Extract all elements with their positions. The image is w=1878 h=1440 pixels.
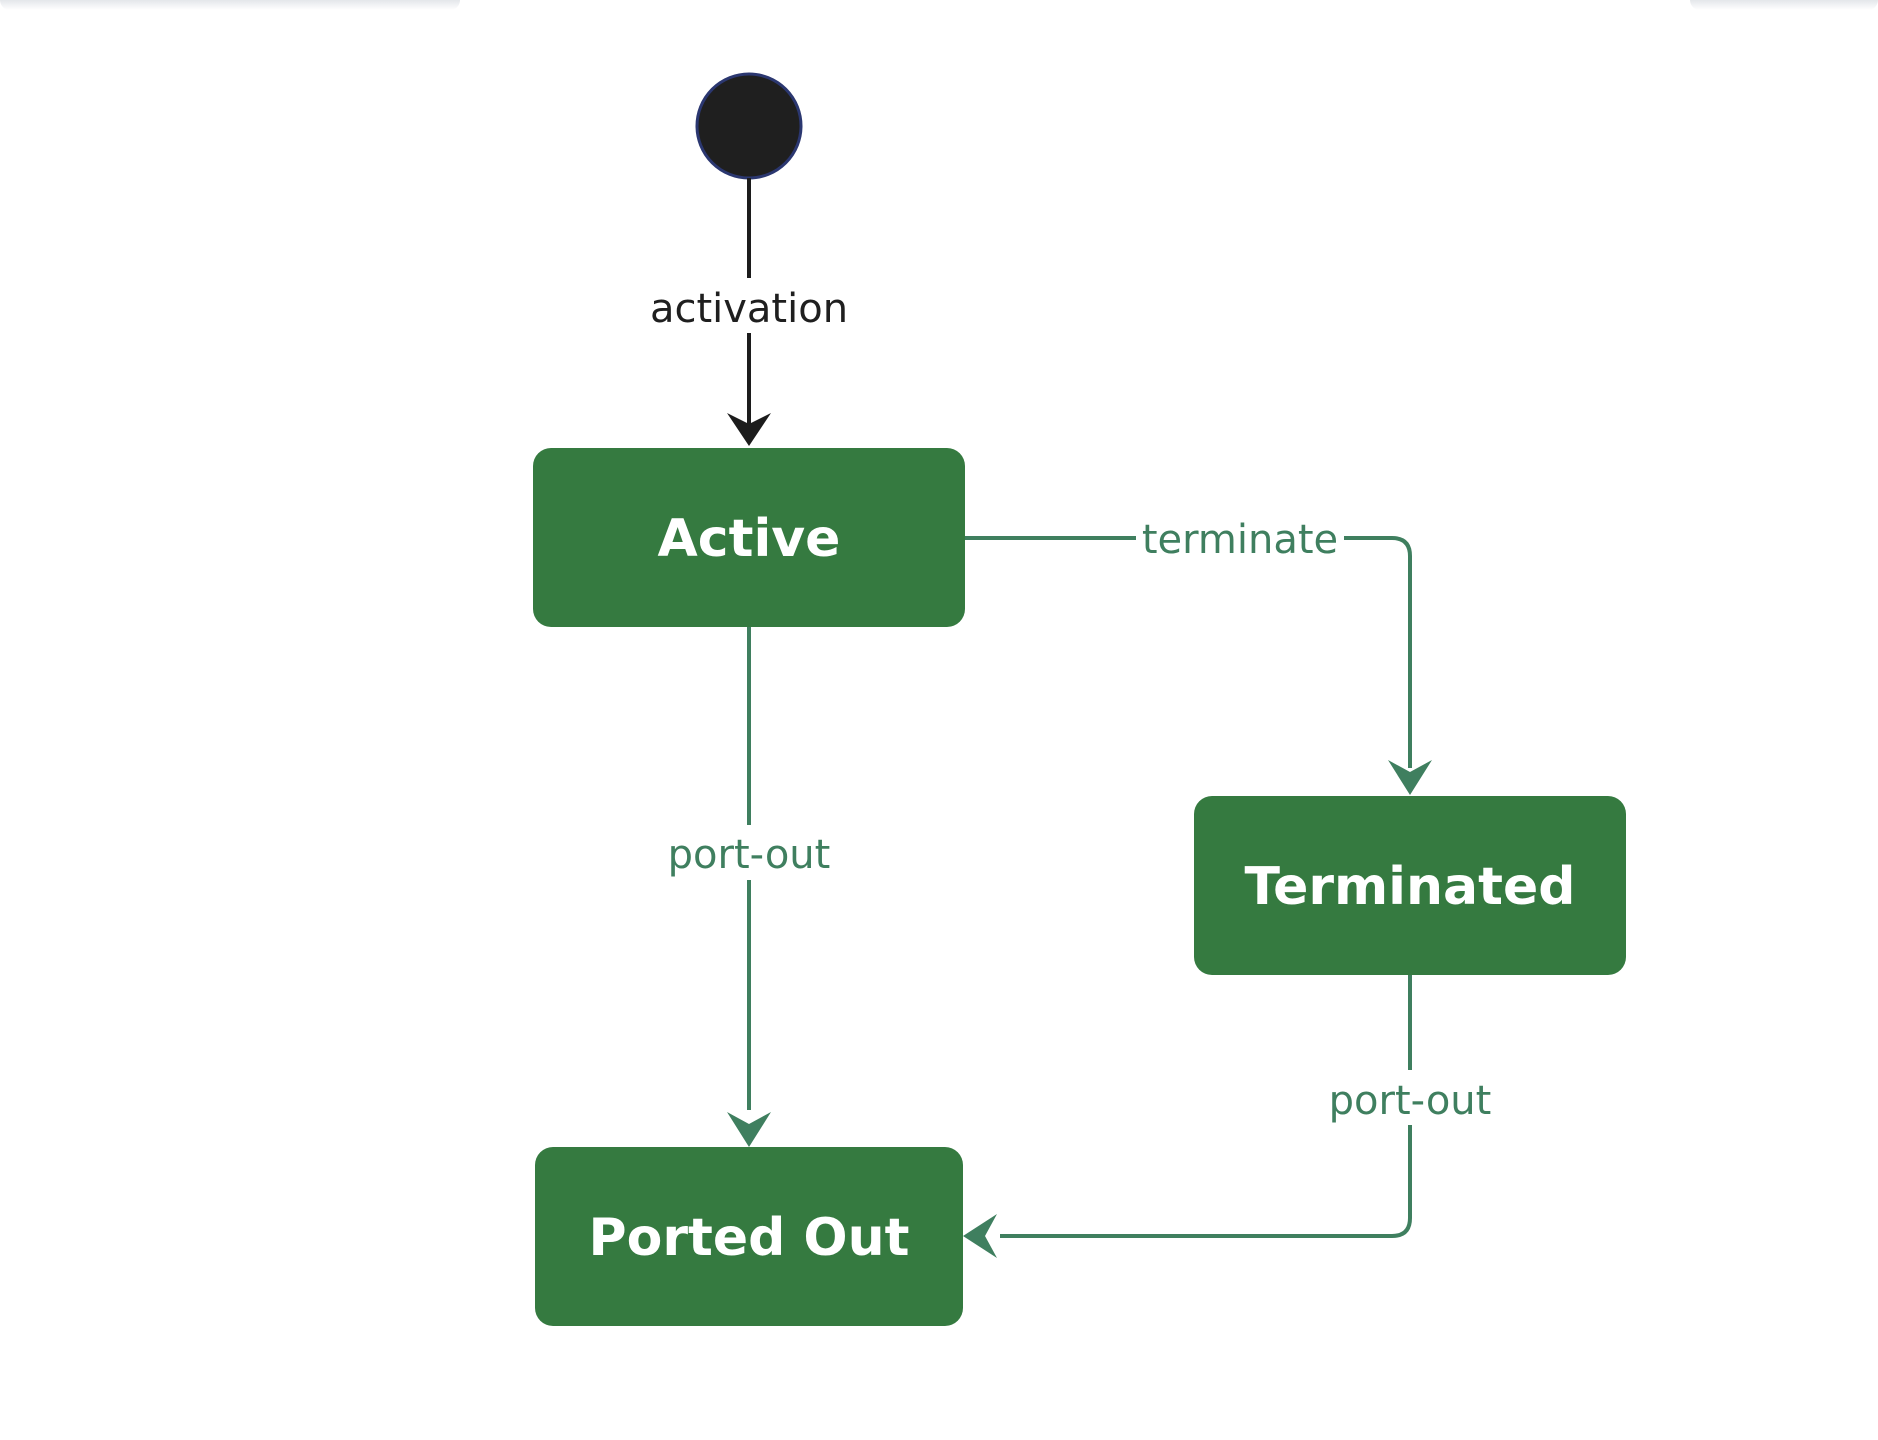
state-ported-out[interactable]: Ported Out (535, 1147, 963, 1326)
transition-port-out-from-terminated[interactable]: port-out (963, 975, 1491, 1258)
transition-label-terminate: terminate (1142, 517, 1338, 563)
state-label-ported-out: Ported Out (588, 1208, 909, 1268)
state-terminated[interactable]: Terminated (1194, 796, 1626, 975)
transition-activation[interactable]: activation (650, 178, 848, 446)
top-edge-shade-right (1690, 0, 1878, 10)
transition-port-out-from-active[interactable]: port-out (668, 627, 831, 1147)
transition-label-port-out-terminated: port-out (1329, 1078, 1492, 1124)
port-out-active-arrowhead (727, 1112, 771, 1147)
activation-arrowhead (727, 413, 771, 446)
port-out-terminated-arrowhead (963, 1214, 997, 1258)
state-active[interactable]: Active (533, 448, 965, 627)
state-label-active: Active (658, 509, 841, 569)
top-edge-shade-left (0, 0, 460, 10)
terminate-arrowhead (1388, 760, 1432, 795)
transition-terminate[interactable]: terminate (965, 517, 1432, 795)
state-label-terminated: Terminated (1245, 857, 1576, 917)
initial-state-node[interactable] (695, 72, 803, 180)
transition-label-port-out-active: port-out (668, 832, 831, 878)
transition-label-activation: activation (650, 286, 848, 332)
